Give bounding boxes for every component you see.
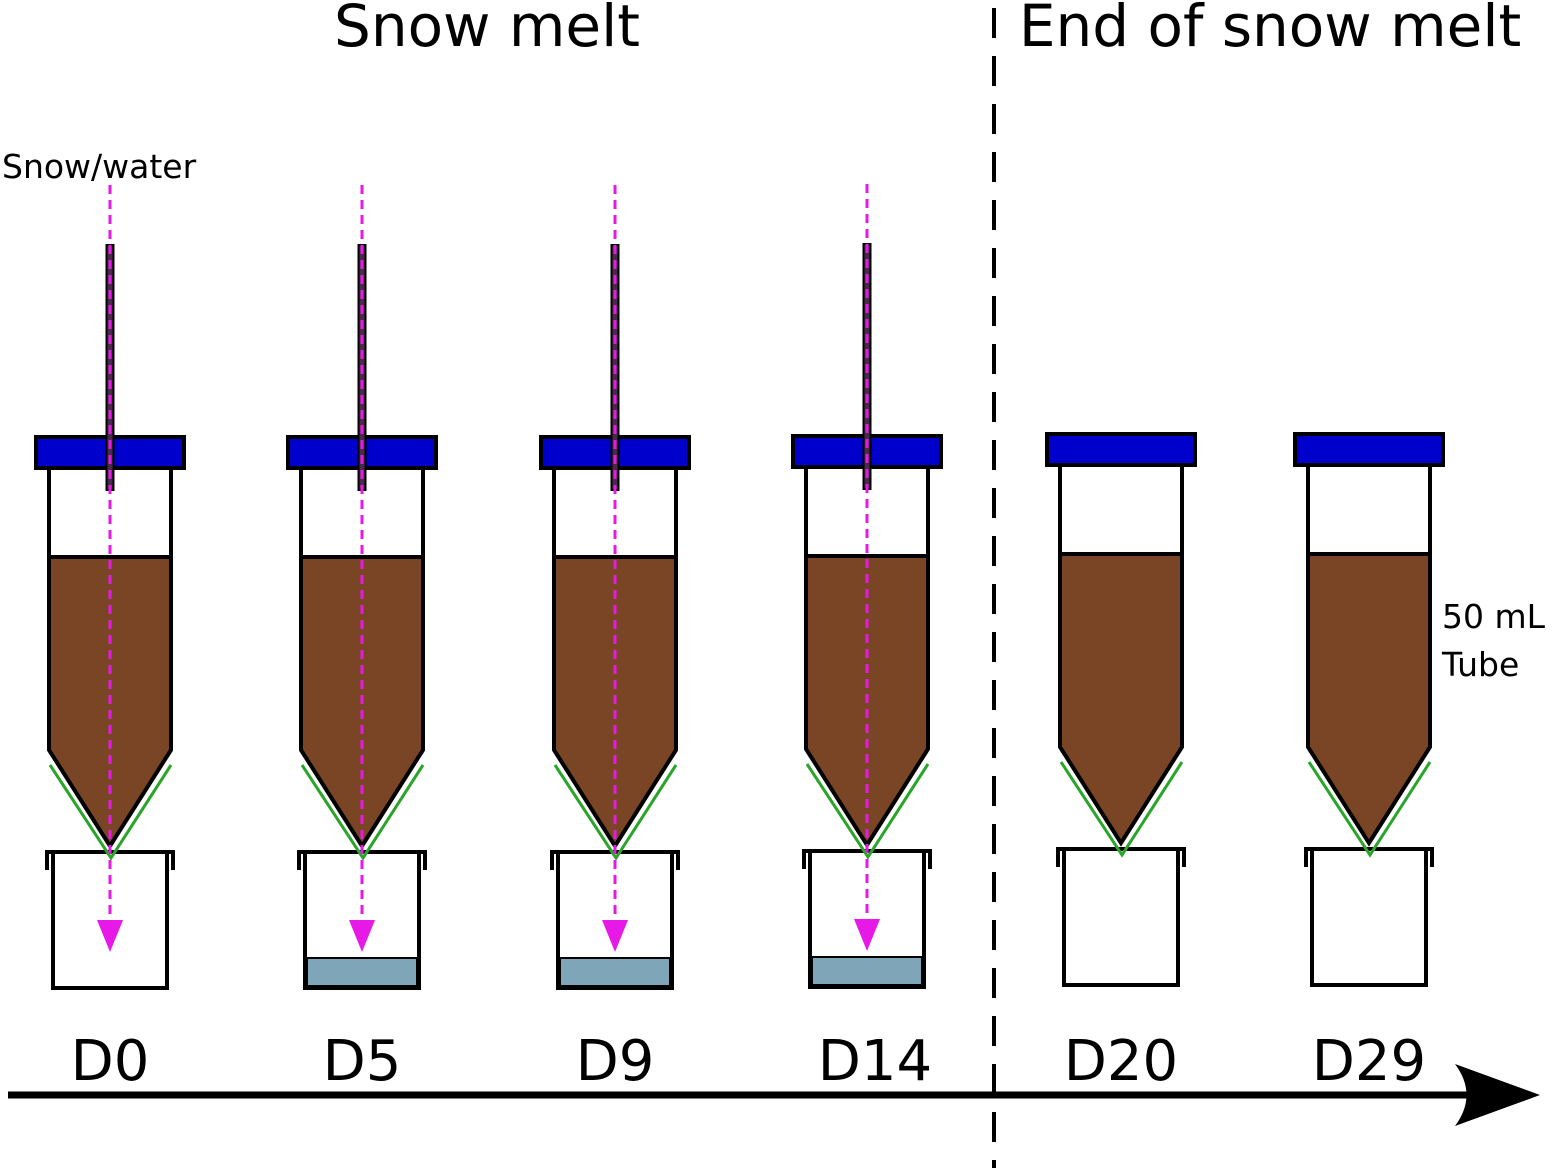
filter-mesh bbox=[1059, 761, 1184, 858]
filter-mesh bbox=[48, 764, 173, 861]
collection-cup bbox=[1310, 847, 1428, 987]
collected-water bbox=[559, 957, 671, 987]
day-label-d14: D14 bbox=[818, 1029, 932, 1094]
soil-fill bbox=[1058, 552, 1184, 847]
filter-mesh bbox=[553, 764, 678, 861]
filter-mesh bbox=[805, 763, 930, 860]
day-label-d0: D0 bbox=[71, 1029, 150, 1094]
tube-headspace bbox=[1306, 463, 1432, 557]
tube-label-line2: Tube bbox=[1441, 645, 1519, 684]
collected-water bbox=[811, 956, 923, 986]
timeline-arrow-icon bbox=[8, 1064, 1540, 1126]
tube-d9: D9 bbox=[539, 185, 691, 1094]
flow-arrow-down-icon bbox=[602, 920, 628, 952]
tube-cap bbox=[1293, 432, 1445, 467]
soil-fill bbox=[1306, 552, 1432, 847]
day-label-d5: D5 bbox=[323, 1029, 402, 1094]
collected-water bbox=[306, 957, 418, 987]
tube-d14: D14 bbox=[791, 184, 943, 1094]
collection-cup bbox=[1062, 847, 1180, 987]
tube-row: D0 D5 D9 D14 D20 D29 bbox=[34, 184, 1445, 1094]
flow-arrow-down-icon bbox=[97, 920, 123, 952]
filter-mesh bbox=[300, 764, 425, 861]
tube-cap bbox=[1045, 432, 1197, 467]
flow-arrow-down-icon bbox=[854, 919, 880, 951]
filter-mesh bbox=[1307, 761, 1432, 858]
day-label-d20: D20 bbox=[1064, 1029, 1178, 1094]
day-label-d29: D29 bbox=[1312, 1029, 1426, 1094]
flow-arrow-down-icon bbox=[349, 920, 375, 952]
input-label: Snow/water bbox=[2, 147, 197, 186]
day-label-d9: D9 bbox=[576, 1029, 655, 1094]
tube-label-line1: 50 mL bbox=[1442, 597, 1546, 636]
tube-d0: D0 bbox=[34, 185, 186, 1094]
tube-d5: D5 bbox=[286, 185, 438, 1094]
tube-headspace bbox=[1058, 463, 1184, 557]
heading-snow-melt: Snow melt bbox=[334, 0, 640, 60]
tube-d29: D29 bbox=[1293, 432, 1445, 1094]
heading-end-of-snow-melt: End of snow melt bbox=[1019, 0, 1521, 60]
tube-d20: D20 bbox=[1045, 432, 1197, 1094]
